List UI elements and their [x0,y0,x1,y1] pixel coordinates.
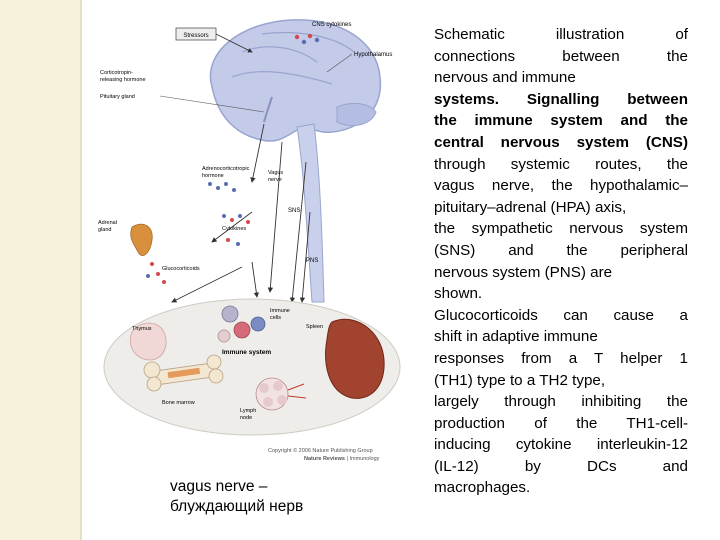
label-immune-cells-line1: Immune [270,308,290,314]
brain-illustration [209,19,382,303]
description-line: (IL-12) by DCs and [434,457,688,475]
spleen-shape [325,318,385,399]
label-hypothalamus: Hypothalamus [354,52,392,58]
description-line: nervous system (PNS) are [434,263,613,281]
caption-line-2: блуждающий нерв [170,498,304,515]
label-crh-line1: Corticotropin- [100,70,133,76]
cns-cytokine-molecules [294,33,320,45]
description-line: (SNS) and the peripheral [434,241,688,259]
neuro-immune-figure: Stressors CNS cytokines Hypothalamus Cor… [92,12,412,482]
figure-caption: vagus nerve – блуждающий нерв [170,477,410,517]
description-line: the immune system and the [434,112,688,130]
lymph-node-shape [255,377,307,411]
slide-sidebar-decoration [0,0,80,540]
glucocorticoid-molecules [146,262,166,284]
slide-sidebar-divider [80,0,82,540]
label-vagus-line2: nerve [268,177,282,183]
description-line: through systemic routes, the [434,155,688,173]
label-lymph-line2: node [240,415,252,421]
label-immune-system: Immune system [222,349,271,356]
description-line: largely through inhibiting the [434,393,688,411]
label-spleen: Spleen [306,324,323,330]
description-line: responses from a T helper 1 [434,349,688,367]
label-vagus-line1: Vagus [268,170,283,176]
description-line: the sympathetic nervous system [434,220,688,238]
description-line: Glucocorticoids can cause a [434,306,688,324]
description-line: (TH1) type to a TH2 type, [434,371,606,389]
description-line: Schematic illustration of [434,26,688,43]
label-sns: SNS [288,208,300,214]
acth-molecules [208,182,236,192]
figure-svg: Stressors CNS cytokines Hypothalamus Cor… [98,19,401,462]
label-stressors: Stressors [183,33,208,39]
caption-line-1: vagus nerve – [170,478,268,495]
label-crh-line2: releasing hormone [100,77,146,83]
description-line: shift in adaptive immune [434,328,598,346]
adrenal-gland-shape [130,223,153,256]
bone-shape [143,354,224,392]
immune-cells-group [217,305,266,343]
label-pituitary: Pituitary gland [100,94,135,100]
label-acth-line2: hormone [202,173,224,179]
label-lymph-line1: Lymph [240,408,256,414]
label-adrenal-line2: gland [98,227,111,233]
description-text: Schematic illustration of connections be… [434,24,688,499]
figure-copyright: Copyright © 2006 Nature Publishing Group [268,447,373,454]
label-cytokines: Cytokines [222,226,246,232]
description-line: central nervous system (CNS) [434,133,688,151]
label-bone-marrow: Bone marrow [162,400,195,406]
immune-system-oval [103,298,401,436]
label-adrenal-line1: Adrenal [98,220,117,226]
description-line: systems. Signalling between [434,90,688,108]
thymus-shape [129,322,167,361]
description-line: shown. [434,285,483,303]
label-thymus: Thymus [132,326,152,332]
figure-journal: Nature Reviews | Immunology [304,456,380,462]
cytokine-molecules [222,214,250,246]
description-line: connections between the [434,47,688,65]
description-line: vagus nerve, the hypothalamic– [434,177,688,195]
description-line: production of the TH1-cell- [434,414,688,432]
label-acth-line1: Adrenocorticotropic [202,166,250,172]
label-cns-cytokines: CNS cytokines [312,22,351,28]
label-glucocorticoids: Glucocorticoids [162,266,200,272]
description-line: nervous and immune [434,69,576,87]
description-line: macrophages. [434,479,531,497]
description-line: inducing cytokine interleukin-12 [434,436,688,454]
description-line: pituitary–adrenal (HPA) axis, [434,198,627,216]
label-pns: PNS [306,258,318,264]
label-immune-cells-line2: cells [270,315,281,321]
